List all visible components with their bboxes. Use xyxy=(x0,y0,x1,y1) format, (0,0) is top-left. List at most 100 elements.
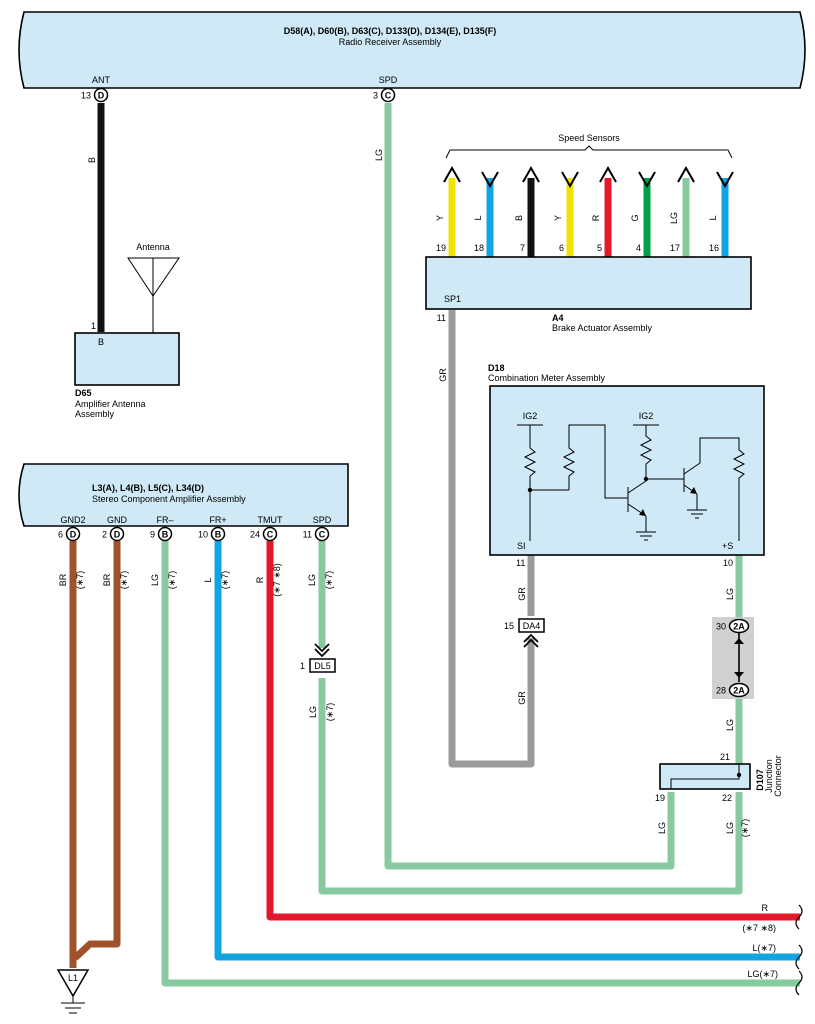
wire-fr-minus-lg xyxy=(161,541,800,987)
output-lg-label: LG(∗7) xyxy=(747,969,778,979)
ground-triangle-icon xyxy=(56,969,90,998)
wire-fr-plus-l xyxy=(214,541,800,961)
sensor-wire-color: Y xyxy=(435,215,445,221)
wire-label-dl5-lg: LG xyxy=(308,706,318,718)
stereo-pin-connector xyxy=(157,526,173,542)
arrow-down-icon xyxy=(716,171,734,189)
amp-code: D65 xyxy=(75,388,92,398)
brake-actuator-assembly: SP1 11 A4 Brake Actuator Assembly GR xyxy=(425,256,752,382)
da4-label: DA4 xyxy=(523,621,541,631)
wire-label-si-gr: GR xyxy=(517,587,527,601)
junction-pin-b: 22 xyxy=(722,793,732,803)
stereo-wire-color: LG xyxy=(307,574,317,586)
amp-name-2: Assembly xyxy=(75,409,115,419)
radio-subtitle: Radio Receiver Assembly xyxy=(339,37,442,47)
stereo-title: L3(A), L4(B), L5(C), L34(D) xyxy=(92,483,204,493)
stereo-wire-note: (∗7) xyxy=(167,571,177,590)
j2a-bottom-label: 2A xyxy=(733,686,745,696)
sensor-pin-num: 18 xyxy=(474,243,484,253)
stereo-wire-color: BR xyxy=(58,573,68,586)
radio-title: D58(A), D60(B), D63(C), D133(D), D134(E)… xyxy=(284,26,497,36)
brake-actuator-box xyxy=(425,256,752,310)
wire-label-j19-lg: LG xyxy=(657,822,667,834)
wire-label-s-lg-mid: LG xyxy=(725,719,735,731)
antenna-label: Antenna xyxy=(136,242,170,252)
resistor-icon xyxy=(699,437,746,541)
stereo-pin-connector xyxy=(314,526,330,542)
dl5-chevron-icon xyxy=(314,643,330,658)
stereo-pin-conn-letter: B xyxy=(162,530,169,540)
sensor-pin-num: 4 xyxy=(636,243,641,253)
stereo-wire-color: BR xyxy=(102,573,112,586)
sensor-pin-num: 19 xyxy=(436,243,446,253)
sensor-wire-color: L xyxy=(473,215,483,220)
speed-sensors: Speed Sensors Y19FL+L18FL–B7FR+Y6FR–R5RL… xyxy=(435,133,734,272)
meter-ig2-right: IG2 xyxy=(639,411,654,421)
stereo-pins: GND2D6BR(∗7)GNDD2BR(∗7)FR–B9LG(∗7)FR+B10… xyxy=(58,515,334,597)
junction-code: D107 xyxy=(755,769,765,791)
speed-sensors-title: Speed Sensors xyxy=(558,133,620,143)
wire-label-sp1-gr: GR xyxy=(438,368,448,382)
resistor-icon xyxy=(639,425,653,481)
stereo-pin-conn-letter: D xyxy=(70,530,77,540)
outputs: R (∗7 ∗8) L(∗7) LG(∗7) xyxy=(742,903,803,996)
speed-sensors-brace xyxy=(445,145,733,159)
stereo-wire-note: (∗7) xyxy=(324,571,334,590)
meter-name: Combination Meter Assembly xyxy=(488,373,606,383)
stereo-pin-label: SPD xyxy=(313,515,332,525)
junction-pin-a: 19 xyxy=(655,793,665,803)
radio-spd-pin: 3 xyxy=(373,91,378,101)
wire-break-r xyxy=(795,904,803,930)
brake-sp1-label: SP1 xyxy=(444,294,461,304)
wire-radio-spd-lg xyxy=(384,103,675,870)
stereo-pin-label: GND xyxy=(107,515,128,525)
meter-code: D18 xyxy=(488,363,505,373)
arrow-up-icon xyxy=(677,165,695,183)
wire-label-s-lg: LG xyxy=(725,588,735,600)
stereo-pin-conn-letter: B xyxy=(215,530,222,540)
stereo-pin-num: 10 xyxy=(198,530,208,540)
stereo-pin-num: 9 xyxy=(150,530,155,540)
stereo-pin-connector xyxy=(109,526,125,542)
radio-ant-conn-letter: D xyxy=(98,91,105,101)
resistor-icon xyxy=(523,447,537,477)
radio-receiver-assembly: D58(A), D60(B), D63(C), D133(D), D134(E)… xyxy=(18,11,806,89)
dl5-pin: 1 xyxy=(300,661,305,671)
wire-label-ant-b: B xyxy=(87,157,97,163)
arrow-down-icon xyxy=(561,171,579,189)
resistor-icon xyxy=(562,424,628,499)
arrow-up-icon xyxy=(522,165,540,183)
stereo-pin-label: GND2 xyxy=(60,515,85,525)
junction-connector-d107: 21 19 22 D107 Junction Connector LG LG (… xyxy=(655,752,783,837)
stereo-pin-label: TMUT xyxy=(258,515,283,525)
junction-name-1: Junction xyxy=(764,759,774,793)
meter-box xyxy=(489,385,765,556)
stereo-wire-color: LG xyxy=(150,574,160,586)
stereo-pin-conn-letter: C xyxy=(319,530,326,540)
sensor-wire-color: B xyxy=(514,215,524,221)
arrow-down-icon xyxy=(638,171,656,189)
stereo-pin-label: FR+ xyxy=(209,515,226,525)
stereo-subtitle: Stereo Component Amplifier Assembly xyxy=(92,494,246,504)
stereo-component-amplifier-assembly: L3(A), L4(B), L5(C), L34(D) Stereo Compo… xyxy=(18,463,349,597)
stereo-pin-num: 6 xyxy=(58,530,63,540)
radio-ant-label: ANT xyxy=(92,75,111,85)
wire-j22-lg xyxy=(318,678,743,895)
output-r-label: R xyxy=(762,903,769,913)
radio-connectors: D 13 C 3 B LG xyxy=(81,87,396,163)
wires xyxy=(69,103,800,987)
junction-box xyxy=(659,763,751,790)
sensor-wire-color: G xyxy=(630,214,640,221)
output-r-note: (∗7 ∗8) xyxy=(742,923,776,933)
radio-spd-conn-letter: C xyxy=(385,91,392,101)
j2a-junction: 2A 30 2A 28 xyxy=(712,617,754,699)
da4-connector: DA4 15 xyxy=(504,618,545,648)
output-l-label: L(∗7) xyxy=(752,943,776,953)
j2a-top-label: 2A xyxy=(733,622,745,632)
wire-break-lg xyxy=(795,970,803,996)
stereo-wire-color: L xyxy=(203,577,213,582)
j2a-bottom-pin: 28 xyxy=(716,686,726,696)
radio-ant-connector xyxy=(93,87,109,103)
wire-break-l xyxy=(795,944,803,970)
